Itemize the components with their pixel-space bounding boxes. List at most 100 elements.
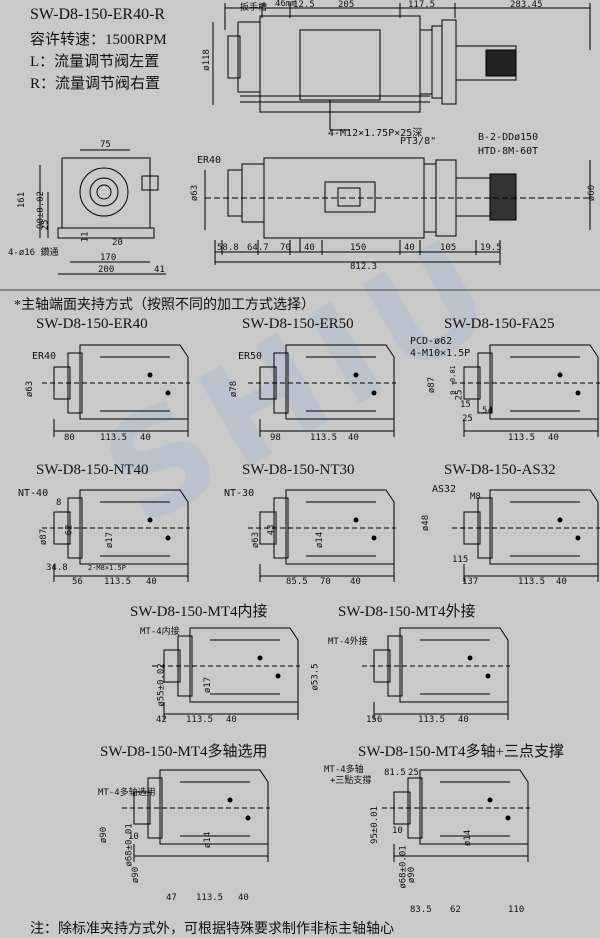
nt30-d43: 43 bbox=[266, 524, 277, 536]
er40-main-label: ER40 bbox=[197, 155, 222, 166]
nt40-dia: ø87 bbox=[39, 528, 50, 546]
mt4three-d10: 10 bbox=[392, 826, 403, 836]
nt30-dia: ø63 bbox=[251, 531, 262, 549]
mt4multi-hole-2 bbox=[245, 815, 251, 821]
as32-dim-2: 137 bbox=[462, 577, 479, 587]
belt2-label: HTD-8M-60T bbox=[478, 146, 539, 157]
footer-note: 注：除标准夹持方式外，可根据特殊要求制作非标主轴轴心 bbox=[30, 922, 394, 937]
dim-top-4: 117.5 bbox=[408, 0, 436, 10]
nt40-dim-3: 40 bbox=[146, 577, 157, 587]
nt40-body-outline bbox=[79, 489, 189, 565]
dim-11: 11 bbox=[80, 231, 91, 243]
title-fa25: SW-D8-150-FA25 bbox=[444, 316, 555, 332]
er40-hole-2 bbox=[165, 390, 171, 396]
nt40-dim-2: 113.5 bbox=[104, 577, 132, 587]
as32-dim-4: 40 bbox=[556, 577, 567, 587]
mt4multi-body-outline bbox=[159, 769, 269, 845]
nt40-hole-2 bbox=[165, 535, 171, 541]
right-note: R：流量调节阀右置 bbox=[30, 76, 161, 92]
title-er50: SW-D8-150-ER50 bbox=[242, 316, 354, 332]
er50-body-outline bbox=[285, 344, 395, 420]
dim-top-2: 12.5 bbox=[293, 0, 315, 10]
nt40-hole-1 bbox=[147, 517, 153, 523]
fa25-tap: 4-M10×1.5P bbox=[410, 348, 471, 359]
mt4multi-dia1: ø90 bbox=[99, 826, 110, 844]
er40-hole-1 bbox=[147, 372, 153, 378]
model-title: SW-D8-150-ER40-R bbox=[30, 6, 166, 23]
mt4multi-tag: MT-4多轴选用 bbox=[98, 788, 156, 798]
mt4three-hole-1 bbox=[487, 797, 493, 803]
fa25-hole-2 bbox=[575, 390, 581, 396]
mt4in-dia: ø55±0.02 bbox=[156, 663, 167, 707]
mt4in-hole-1 bbox=[257, 655, 263, 661]
dim-d60: ø60 bbox=[587, 184, 598, 202]
fa25-dim-2: 25 bbox=[462, 414, 473, 424]
fa25-d25: 25 bbox=[454, 389, 465, 401]
mt4in-dim-3: 40 bbox=[226, 715, 237, 725]
mt4three-d90: ø90 bbox=[407, 866, 418, 884]
mt4out-hole-1 bbox=[467, 655, 473, 661]
title-er40: SW-D8-150-ER40 bbox=[36, 316, 148, 332]
er40-body-outline bbox=[79, 344, 189, 420]
nt40-d62: 62 bbox=[64, 524, 75, 536]
fa25-dim-5: 40 bbox=[548, 433, 559, 443]
dim-25: 25 bbox=[40, 219, 51, 231]
as32-dia: ø48 bbox=[421, 514, 432, 532]
mt4three-hole-2 bbox=[505, 815, 511, 821]
as32-m8: M8 bbox=[470, 492, 481, 502]
section-title: *主轴端面夹持方式（按照不同的加工方式选择） bbox=[14, 298, 315, 313]
mt4multi-dim-3: 40 bbox=[238, 893, 249, 903]
er50-hole-1 bbox=[353, 372, 359, 378]
dim-b3: 70 bbox=[280, 243, 291, 253]
nt40-d8: 8 bbox=[56, 498, 62, 508]
title-mt4out: SW-D8-150-MT4外接 bbox=[338, 604, 476, 620]
mt4in-tag: MT-4内接 bbox=[140, 627, 180, 637]
dim-b1: 58.8 bbox=[217, 243, 239, 253]
dim-b6: 40 bbox=[404, 243, 415, 253]
mt4in-hole-2 bbox=[275, 673, 281, 679]
dim-top-3: 205 bbox=[338, 0, 355, 10]
mt4three-d815: 81.5 bbox=[384, 768, 406, 778]
er50-dia: ø78 bbox=[229, 380, 240, 398]
nt30-hole-2 bbox=[371, 535, 377, 541]
mt4three-d95: 95±0.01 bbox=[369, 806, 380, 844]
nt30-tag: NT-30 bbox=[224, 488, 255, 499]
dim-b8: 19.5 bbox=[480, 243, 502, 253]
dim-170: 170 bbox=[100, 253, 117, 263]
nt30-dim-3: 40 bbox=[350, 577, 361, 587]
left-note: L：流量调节阀左置 bbox=[30, 54, 160, 70]
title-nt30: SW-D8-150-NT30 bbox=[242, 462, 355, 478]
mt4three-tag1: MT-4多轴 bbox=[324, 765, 364, 775]
speed-text: 容许转速：1500RPM bbox=[30, 32, 167, 48]
nt30-dim-1: 85.5 bbox=[286, 577, 308, 587]
fa25-dim-4: 113.5 bbox=[508, 433, 536, 443]
dim-75: 75 bbox=[100, 140, 111, 150]
er50-tag: ER50 bbox=[238, 351, 263, 362]
fa25-pcd: PCD-ø62 bbox=[410, 336, 453, 347]
nt30-d14: ø14 bbox=[315, 531, 326, 549]
mt4multi-dim-1: 47 bbox=[166, 893, 177, 903]
mt4out-dia: ø53.5 bbox=[310, 663, 321, 691]
er40-tag: ER40 bbox=[32, 351, 57, 362]
hole-label: 4-ø16 鑽通 bbox=[8, 248, 59, 258]
er50-dim-3: 40 bbox=[348, 433, 359, 443]
mt4in-d17: ø17 bbox=[203, 676, 214, 694]
mt4out-tag: MT-4外接 bbox=[328, 637, 368, 647]
belt1-label: B-2-DDø150 bbox=[478, 132, 539, 143]
mt4three-tag2: +三點支撐 bbox=[330, 776, 372, 786]
mt4in-dim-2: 113.5 bbox=[186, 715, 214, 725]
title-as32: SW-D8-150-AS32 bbox=[444, 462, 556, 478]
nt40-tag: NT-40 bbox=[18, 488, 49, 499]
er40-dim-2: 113.5 bbox=[100, 433, 128, 443]
as32-hole-2 bbox=[575, 535, 581, 541]
mt4multi-dim-2: 113.5 bbox=[196, 893, 224, 903]
nt30-hole-1 bbox=[353, 517, 359, 523]
dim-top-1: 46mm bbox=[275, 0, 297, 9]
wrench-label: 扳手槽 bbox=[240, 3, 268, 13]
mt4multi-dia3: ø90 bbox=[131, 866, 142, 884]
as32-tag: AS32 bbox=[432, 484, 457, 495]
nt40-m8: 2-M8×1.5P bbox=[88, 564, 126, 572]
er50-dim-2: 113.5 bbox=[310, 433, 338, 443]
thread-label: 4-M12×1.75P×25深 bbox=[328, 128, 423, 139]
